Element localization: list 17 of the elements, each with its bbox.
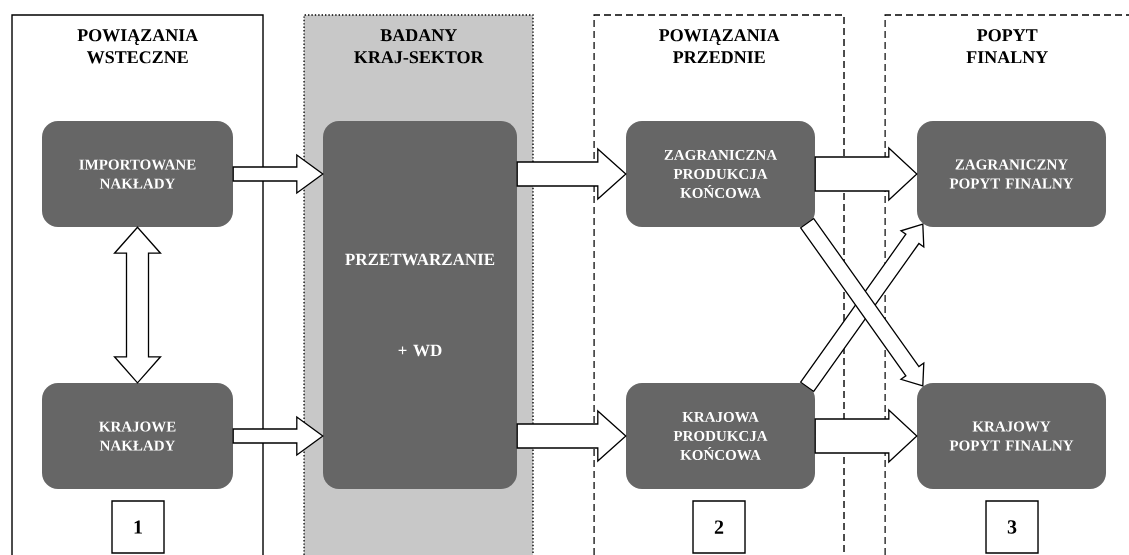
process-box: PRZETWARZANIE + WD: [323, 121, 517, 489]
block-arrow: [516, 409, 627, 463]
process-box: IMPORTOWANE NAKŁADY: [42, 121, 233, 227]
block-arrow: [814, 146, 918, 202]
number-box: 2: [692, 500, 746, 554]
process-box: ZAGRANICZNA PRODUKCJA KOŃCOWA: [626, 121, 815, 227]
process-box: KRAJOWY POPYT FINALNY: [917, 383, 1106, 489]
number-box: 3: [985, 500, 1039, 554]
number-box: 1: [111, 500, 165, 554]
process-box: KRAJOWA PRODUKCJA KOŃCOWA: [626, 383, 815, 489]
block-arrow: [232, 153, 324, 195]
process-box: KRAJOWE NAKŁADY: [42, 383, 233, 489]
block-arrow: [814, 408, 918, 464]
block-arrow: [113, 226, 162, 384]
block-arrow: [516, 147, 627, 201]
process-box: ZAGRANICZNY POPYT FINALNY: [917, 121, 1106, 227]
block-arrow: [232, 415, 324, 457]
